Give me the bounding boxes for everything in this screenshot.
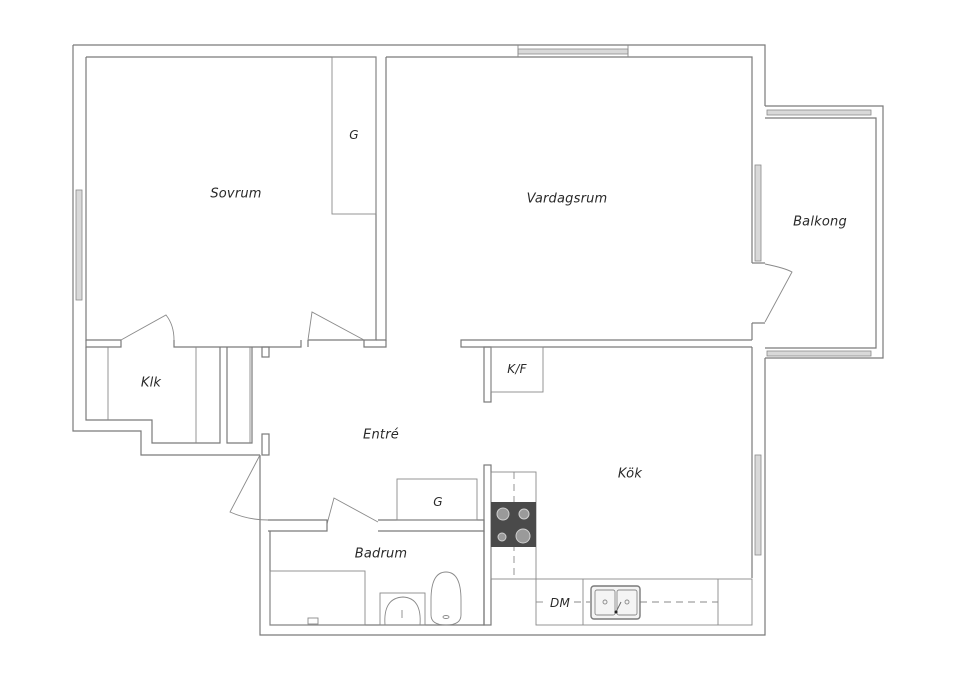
outer-walls — [72, 44, 766, 636]
sovrum-closet — [331, 56, 377, 215]
room-label-entre: Entré — [363, 427, 399, 443]
dishwasher-label: DM — [550, 596, 570, 610]
room-label-sovrum: Sovrum — [210, 186, 262, 202]
badrum-walls — [268, 464, 492, 626]
fridge-freezer-label: K/F — [507, 362, 527, 376]
closet-label-sovrum: G — [349, 128, 359, 142]
doors — [120, 311, 379, 525]
stove — [491, 502, 536, 547]
room-label-balkong: Balkong — [793, 214, 847, 230]
kf-area — [483, 346, 544, 403]
room-label-kok: Kök — [617, 466, 643, 482]
klk-closets — [85, 346, 270, 456]
windows — [75, 45, 872, 556]
room-label-badrum: Badrum — [354, 546, 408, 562]
kitchen-counters — [490, 471, 753, 626]
room-label-klk: Klk — [140, 375, 162, 391]
balcony-walls — [752, 105, 884, 359]
closet-label-entre: G — [433, 495, 443, 509]
room-label-vardagsrum: Vardagsrum — [526, 191, 608, 207]
